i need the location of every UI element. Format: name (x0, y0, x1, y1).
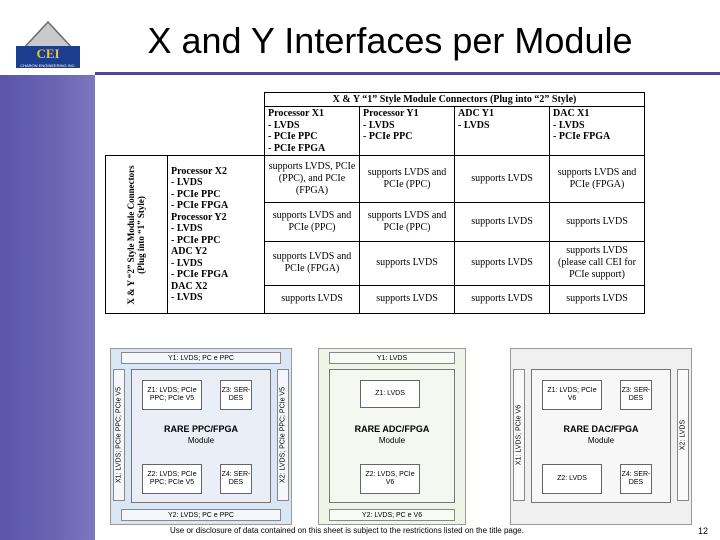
module-name: RARE PPC/FPGA (163, 424, 238, 434)
table-cell: supports LVDS (454, 241, 550, 286)
z1-box: Z1: LVDS; PCIe PPC; PCIe V5 (142, 380, 202, 410)
module-sub: Module (587, 436, 615, 445)
z2-box: Z2: LVDS (542, 464, 602, 494)
row-heads: Processor X2 - LVDS - PCIe PPC - PCIe FP… (167, 155, 265, 314)
z1-box: Z1: LVDS (360, 380, 420, 408)
table-cell: supports LVDS and PCIe (PPC) (264, 202, 360, 243)
z2-box: Z2: LVDS, PCIe V6 (360, 464, 420, 494)
diagram-adc-fpga: Y1: LVDS Y2: LVDS; PC e V6 Z1: LVDS Z2: … (318, 348, 466, 525)
z4-box: Z4: SER- DES (620, 464, 652, 494)
y1-band: Y1: LVDS (329, 352, 455, 364)
module-sub: Module (378, 436, 406, 445)
col-head-dac-x1: DAC X1 - LVDS - PCIe FPGA (549, 106, 645, 156)
y2-band: Y2: LVDS; PC e V6 (329, 509, 455, 521)
module-body: Z1: LVDS; PCIe PPC; PCIe V5 Z3: SER- DES… (131, 369, 271, 503)
table-cell: supports LVDS and PCIe (PPC) (359, 202, 455, 243)
z4-box: Z4: SER- DES (220, 464, 252, 494)
module-body: Z1: LVDS Z2: LVDS, PCIe V6 RARE ADC/FPGA… (329, 369, 455, 503)
svg-text:CHARON ENGINEERING INC.: CHARON ENGINEERING INC. (20, 63, 76, 68)
table-cell: supports LVDS (please call CEI for PCIe … (549, 241, 645, 286)
table-cell: supports LVDS (454, 154, 550, 204)
sidebar-band (0, 75, 95, 540)
x1-band: X1: LVDS; PCIe PPC; PCIe V5 (113, 369, 125, 501)
col-head-processor-x1: Processor X1 - LVDS - PCIe PPC - PCIe FP… (264, 106, 360, 156)
y1-band: Y1: LVDS; PC e PPC (121, 352, 281, 364)
table-cell: supports LVDS (359, 284, 455, 315)
z2-box: Z2: LVDS; PCIe PPC; PCIe V5 (142, 464, 202, 494)
interface-table: X & Y “1” Style Module Connectors (Plug … (105, 92, 645, 315)
title-rule (95, 72, 720, 75)
table-cell: supports LVDS and PCIe (PPC) (359, 154, 455, 204)
z3-box: Z3: SER- DES (620, 380, 652, 410)
diagram-ppc-fpga: Y1: LVDS; PC e PPC Y2: LVDS; PC e PPC X1… (110, 348, 292, 525)
table-cell: supports LVDS and PCIe (FPGA) (549, 154, 645, 204)
table-cell: supports LVDS (264, 284, 360, 315)
col-head-processor-y1: Processor Y1 - LVDS - PCIe PPC (359, 106, 455, 156)
table-cell: supports LVDS (454, 202, 550, 243)
side-label: X & Y “2” Style Module Connectors (Plug … (105, 155, 168, 314)
table-header: X & Y “1” Style Module Connectors (Plug … (264, 92, 645, 107)
table-cell: supports LVDS and PCIe (FPGA) (264, 241, 360, 286)
diagram-dac-fpga: X1: LVDS; PCIe V6 X2: LVDS Z1: LVDS; PCI… (510, 348, 692, 525)
module-sub: Module (187, 436, 215, 445)
y2-band: Y2: LVDS; PC e PPC (121, 509, 281, 521)
x2-band: X2: LVDS (677, 369, 689, 501)
x2-band: X2: LVDS; PCIe PPC; PCIe V5 (277, 369, 289, 501)
table-cell: supports LVDS, PCIe (PPC), and PCIe (FPG… (264, 154, 360, 204)
page-title: X and Y Interfaces per Module (147, 20, 633, 61)
footer-notice: Use or disclosure of data contained on t… (170, 526, 524, 535)
z3-box: Z3: SER- DES (220, 380, 252, 410)
col-head-adc-y1: ADC Y1 - LVDS (454, 106, 550, 156)
table-cell: supports LVDS (549, 284, 645, 315)
page-number: 12 (697, 526, 708, 536)
table-cell: supports LVDS (454, 284, 550, 315)
svg-text:CEI: CEI (36, 46, 59, 61)
module-body: Z1: LVDS; PCIe V6 Z3: SER- DES Z2: LVDS … (531, 369, 671, 503)
table-cell: supports LVDS (549, 202, 645, 243)
table-cell: supports LVDS (359, 241, 455, 286)
z1-box: Z1: LVDS; PCIe V6 (542, 380, 602, 410)
module-name: RARE ADC/FPGA (354, 424, 430, 434)
cei-logo: CEI CHARON ENGINEERING INC. (8, 16, 88, 72)
module-name: RARE DAC/FPGA (563, 424, 639, 434)
x1-band: X1: LVDS; PCIe V6 (513, 369, 525, 501)
